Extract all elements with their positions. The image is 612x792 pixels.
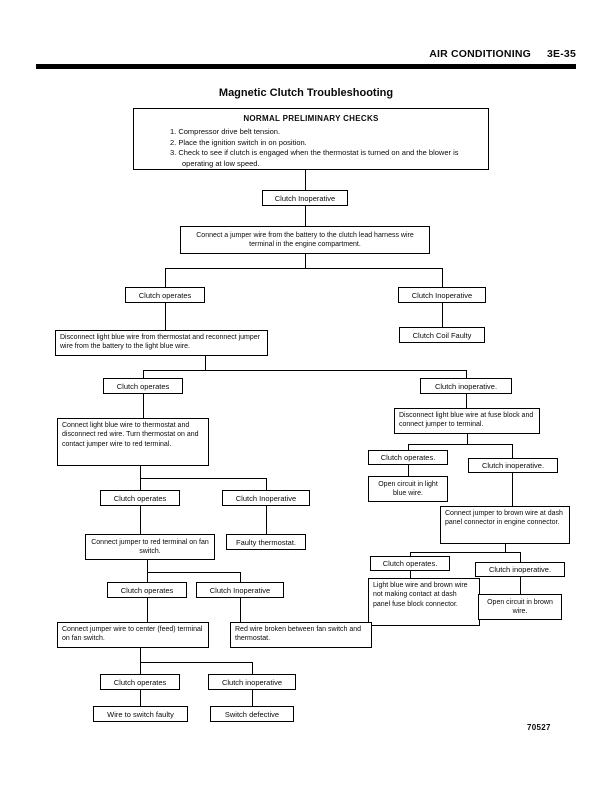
node-connect-jumper-battery: Connect a jumper wire from the battery t… [180,226,430,254]
header-page-number: 3E-35 [546,48,576,60]
node-preliminary-checks: NORMAL PRELIMINARY CHECKS 1. Compressor … [133,108,489,170]
connector-line [143,394,144,418]
doc-number: 70527 [527,723,551,732]
connector-line [408,444,409,450]
page-header: AIR CONDITIONING 3E-35 [429,48,576,60]
connector-line [143,370,467,371]
connector-line [205,356,206,370]
node-clutch-operates-7: Clutch operates [100,674,180,690]
node-open-circuit-brown: Open circuit in brown wire. [478,594,562,620]
connector-line [266,506,267,534]
preliminary-item: 1. Compressor drive belt tension. [170,127,281,136]
connector-line [140,648,141,662]
node-faulty-thermostat: Faulty thermostat. [226,534,306,550]
connector-line [442,303,443,327]
connector-line [442,268,443,287]
connector-line [147,572,241,573]
node-clutch-inoperative-4: Clutch inoperative. [475,562,565,577]
connector-line [240,572,241,582]
connector-line [305,170,306,190]
node-connect-jumper-brown: Connect jumper to brown wire at dash pan… [440,506,570,544]
connector-line [140,466,141,478]
node-clutch-operates-1: Clutch operates [125,287,205,303]
connector-line [410,571,411,578]
node-red-wire-broken: Red wire broken between fan switch and t… [230,622,372,648]
node-clutch-inoperative-5: Clutch Inoperative [222,490,310,506]
node-light-blue-brown-no-contact: Light blue wire and brown wire not makin… [368,578,480,626]
node-clutch-operates-4: Clutch operates. [370,556,450,571]
connector-line [466,394,467,408]
connector-line [520,577,521,594]
node-clutch-operates-5: Clutch operates [100,490,180,506]
node-connect-jumper-red-fan: Connect jumper to red terminal on fan sw… [85,534,215,560]
connector-line [140,662,141,674]
connector-line [240,598,241,622]
connector-line [466,370,467,378]
node-clutch-inoperative-3: Clutch inoperative. [468,458,558,473]
node-wire-to-switch-faulty: Wire to switch faulty [93,706,188,722]
connector-line [140,478,141,490]
connector-line [147,572,148,582]
connector-line [165,268,166,287]
connector-line [143,370,144,378]
node-disconnect-fuse-block: Disconnect light blue wire at fuse block… [394,408,540,434]
node-clutch-inoperative-top: Clutch Inoperative [262,190,348,206]
connector-line [140,690,141,706]
connector-line [140,478,267,479]
connector-line [147,560,148,572]
connector-line [467,434,468,444]
connector-line [408,465,409,476]
connector-line [512,473,513,506]
connector-line [165,268,443,269]
preliminary-item: 3. Check to see if clutch is engaged whe… [170,148,459,168]
node-switch-defective: Switch defective [210,706,294,722]
node-clutch-inoperative-7: Clutch inoperative [208,674,296,690]
header-section-title: AIR CONDITIONING [429,48,531,60]
connector-line [305,254,306,268]
node-clutch-inoperative-2: Clutch inoperative. [420,378,512,394]
preliminary-title: NORMAL PRELIMINARY CHECKS [243,114,379,123]
connector-line [408,444,513,445]
node-clutch-inoperative-6: Clutch Inoperative [196,582,284,598]
connector-line [165,303,166,330]
preliminary-item: 2. Place the ignition switch in on posit… [170,137,307,147]
connector-line [147,598,148,622]
node-open-circuit-light-blue: Open circuit in light blue wire. [368,476,448,502]
connector-line [252,690,253,706]
node-connect-jumper-center-feed: Connect jumper wire to center (feed) ter… [57,622,209,648]
connector-line [305,206,306,226]
node-clutch-operates-2: Clutch operates [103,378,183,394]
node-clutch-inoperative-1: Clutch Inoperative [398,287,486,303]
node-connect-light-blue: Connect light blue wire to thermostat an… [57,418,209,466]
connector-line [252,662,253,674]
node-clutch-coil-faulty: Clutch Coil Faulty [399,327,485,343]
page-title: Magnetic Clutch Troubleshooting [218,87,394,99]
connector-line [512,444,513,458]
header-rule [36,64,576,69]
node-clutch-operates-6: Clutch operates [107,582,187,598]
connector-line [520,552,521,562]
connector-line [266,478,267,490]
node-clutch-operates-3: Clutch operates. [368,450,448,465]
preliminary-list: 1. Compressor drive belt tension. 2. Pla… [170,127,478,169]
connector-line [410,552,411,556]
connector-line [410,552,521,553]
node-disconnect-thermostat: Disconnect light blue wire from thermost… [55,330,268,356]
connector-line [505,544,506,552]
connector-line [140,662,253,663]
connector-line [140,506,141,534]
